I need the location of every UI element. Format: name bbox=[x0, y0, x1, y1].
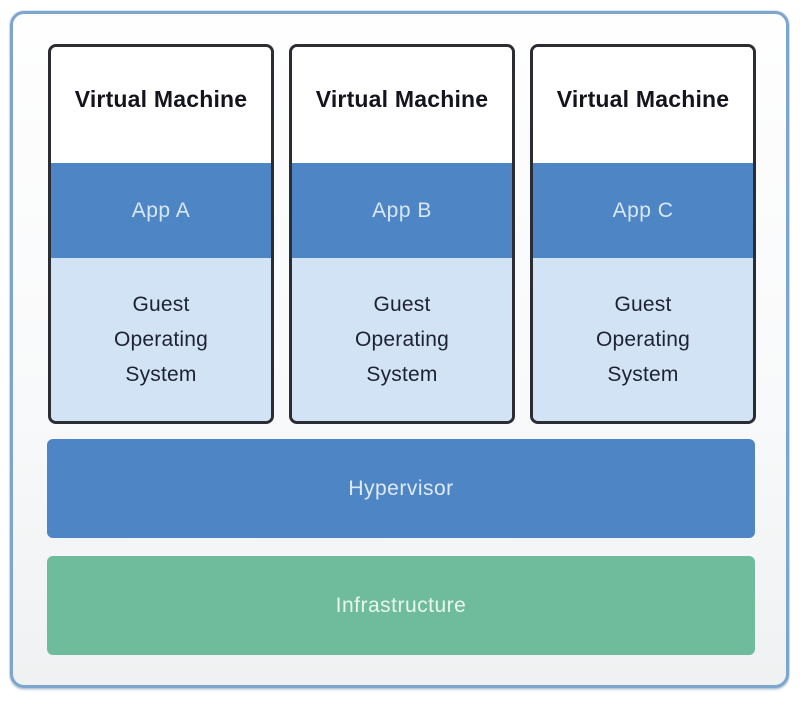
infrastructure-layer: Infrastructure bbox=[47, 556, 755, 655]
app-a-label: App A bbox=[131, 198, 191, 222]
diagram-canvas: Virtual Machine App A Guest Operating Sy… bbox=[10, 11, 789, 688]
vm-title: Virtual Machine bbox=[74, 85, 248, 112]
vm-header: Virtual Machine bbox=[292, 47, 512, 163]
guest-os-label: Guest Operating System bbox=[595, 293, 691, 386]
guest-os-section: Guest Operating System bbox=[292, 258, 512, 421]
hypervisor-label: Hypervisor bbox=[348, 476, 454, 500]
vm-header: Virtual Machine bbox=[533, 47, 753, 163]
app-b-label: App B bbox=[372, 198, 432, 222]
guest-os-label: Guest Operating System bbox=[113, 293, 209, 386]
app-b-bar: App B bbox=[292, 163, 512, 258]
vm-header: Virtual Machine bbox=[51, 47, 271, 163]
vm-row: Virtual Machine App A Guest Operating Sy… bbox=[48, 44, 756, 424]
guest-os-section: Guest Operating System bbox=[533, 258, 753, 421]
vm-box-1: Virtual Machine App A Guest Operating Sy… bbox=[48, 44, 274, 424]
vm-box-3: Virtual Machine App C Guest Operating Sy… bbox=[530, 44, 756, 424]
hypervisor-layer: Hypervisor bbox=[47, 439, 755, 538]
vm-title: Virtual Machine bbox=[315, 85, 489, 112]
guest-os-label: Guest Operating System bbox=[354, 293, 450, 386]
vm-box-2: Virtual Machine App B Guest Operating Sy… bbox=[289, 44, 515, 424]
app-a-bar: App A bbox=[51, 163, 271, 258]
app-c-bar: App C bbox=[533, 163, 753, 258]
app-c-label: App C bbox=[612, 198, 674, 222]
guest-os-section: Guest Operating System bbox=[51, 258, 271, 421]
vm-title: Virtual Machine bbox=[556, 85, 730, 112]
infrastructure-label: Infrastructure bbox=[335, 593, 467, 617]
